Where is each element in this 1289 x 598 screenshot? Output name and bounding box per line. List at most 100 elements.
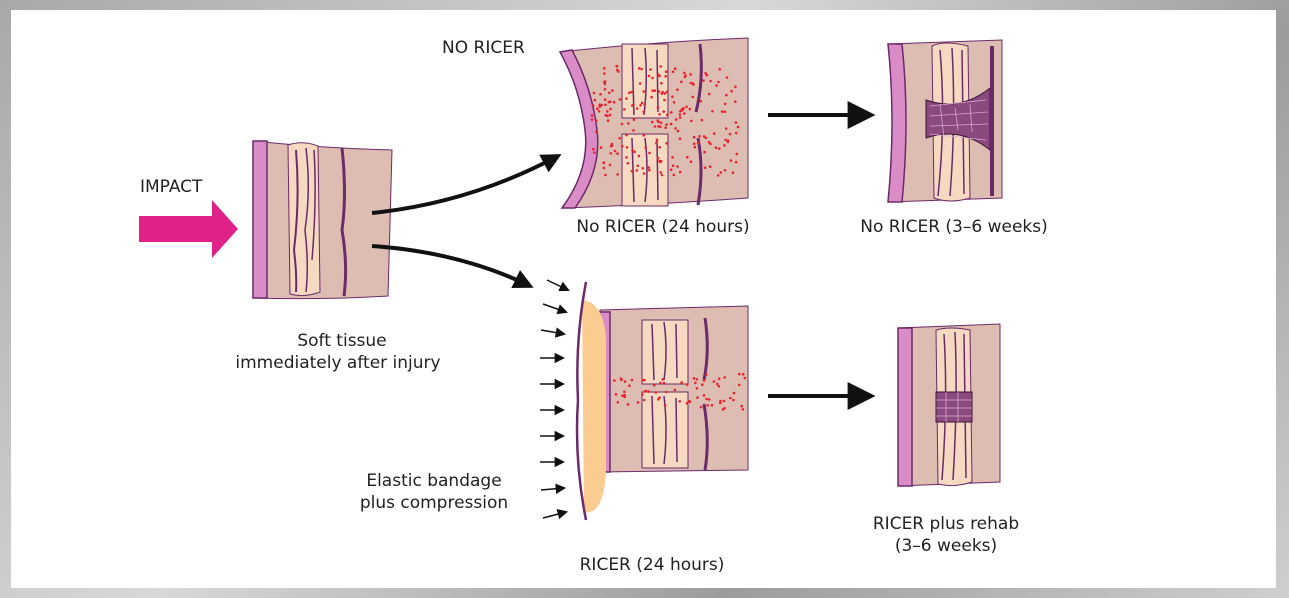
bleed-dot [725, 127, 728, 130]
bleed-dot [670, 168, 673, 171]
bleed-dot [696, 387, 699, 390]
bleed-dot [616, 152, 619, 155]
bleed-dot [733, 392, 736, 395]
bleed-dot [729, 397, 732, 400]
bleed-dot [593, 151, 596, 154]
bleed-dot [701, 383, 704, 386]
bleed-dot [616, 173, 619, 176]
bleed-dot [664, 404, 667, 407]
tissue-no-ricer-weeks [888, 40, 1002, 202]
bleed-dot [674, 389, 677, 392]
bleed-dot [716, 383, 719, 386]
bleed-dot [625, 134, 628, 137]
bleed-dot [680, 81, 683, 84]
bleed-dot [715, 146, 718, 149]
bleed-dot [686, 383, 689, 386]
arrow-to-ricer [372, 246, 530, 286]
bleed-dot [637, 165, 640, 168]
bleed-dot [724, 139, 727, 142]
bleed-dot [679, 116, 682, 119]
bleed-dot [688, 400, 691, 403]
bleed-dot [599, 93, 602, 96]
bleed-dot [595, 131, 598, 134]
bleed-dot [643, 379, 646, 382]
bleed-dot [657, 74, 660, 77]
bleed-dot [693, 136, 696, 139]
bleed-dot [670, 123, 673, 126]
bleed-dot [717, 81, 720, 84]
caption-no-ricer-24h: No RICER (24 hours) [576, 216, 749, 238]
bleed-dot [655, 142, 658, 145]
bleed-dot [656, 119, 659, 122]
bleed-dot [641, 393, 644, 396]
bleed-dot [638, 155, 641, 158]
bleed-dot [735, 121, 738, 124]
bleed-dot [737, 126, 740, 129]
bleed-dot [663, 382, 666, 385]
bleed-dot [713, 132, 716, 135]
bleed-dot [672, 164, 675, 167]
bleed-dot [729, 133, 732, 136]
caption-ricer-rehab-2: (3–6 weeks) [895, 535, 997, 557]
bleed-dot [613, 379, 616, 382]
bleed-dot [666, 114, 669, 117]
bleed-dot [700, 406, 703, 409]
bleed-dot [694, 382, 697, 385]
bleed-dot [655, 391, 658, 394]
bleed-dot [604, 114, 607, 117]
bleed-dot [600, 146, 603, 149]
bleed-dot [659, 382, 662, 385]
bleed-dot [603, 167, 606, 170]
bleed-dot [591, 118, 594, 121]
bleed-dot [742, 408, 745, 411]
bleed-dot [686, 402, 689, 405]
bleed-dot [665, 142, 668, 145]
bleed-dot [620, 377, 623, 380]
bleed-dot [658, 90, 661, 93]
bleed-dot [610, 152, 613, 155]
bleed-dot [611, 89, 614, 92]
bleed-dot [631, 379, 634, 382]
bleed-dot [658, 396, 661, 399]
bleed-dot [596, 108, 599, 111]
bleed-dot [726, 76, 729, 79]
bleed-dot [623, 108, 626, 111]
bleed-dot [676, 88, 679, 91]
bleed-dot [661, 378, 664, 381]
caption-ricer-rehab-1: RICER plus rehab [873, 513, 1019, 535]
bleed-dot [702, 79, 705, 82]
bleed-dot [713, 380, 716, 383]
bleed-dot [698, 135, 701, 138]
bleed-dot [742, 373, 745, 376]
bleed-dot [607, 119, 610, 122]
bleed-dot [697, 141, 700, 144]
bleed-dot [604, 88, 607, 91]
bleed-dot [619, 98, 622, 101]
bleed-dot [724, 110, 727, 113]
bleed-dot [660, 65, 663, 68]
bleed-dot [647, 166, 650, 169]
bleed-dot [627, 162, 630, 165]
bleed-dot [711, 404, 714, 407]
bleed-dot [636, 107, 639, 110]
bleed-dot [611, 143, 614, 146]
bleed-dot [598, 110, 601, 113]
bleed-dot [616, 65, 619, 68]
caption-soft-tissue-1: Soft tissue [297, 330, 386, 352]
bleed-dot [616, 69, 619, 72]
bleed-dot [603, 81, 606, 84]
bleed-dot [649, 68, 652, 71]
caption-ricer-24h: RICER (24 hours) [580, 554, 725, 576]
bleed-dot [663, 99, 666, 102]
bleed-dot [595, 119, 598, 122]
bleed-dot [718, 378, 721, 381]
bleed-dot [658, 146, 661, 149]
bleed-dot [732, 399, 735, 402]
bleed-dot [706, 74, 709, 77]
bleed-dot [661, 174, 664, 177]
bleed-dot [724, 103, 727, 106]
no-ricer-heading: NO RICER [442, 37, 525, 59]
bleed-dot [604, 104, 607, 107]
bleed-dot [735, 161, 738, 164]
bleed-dot [723, 400, 726, 403]
